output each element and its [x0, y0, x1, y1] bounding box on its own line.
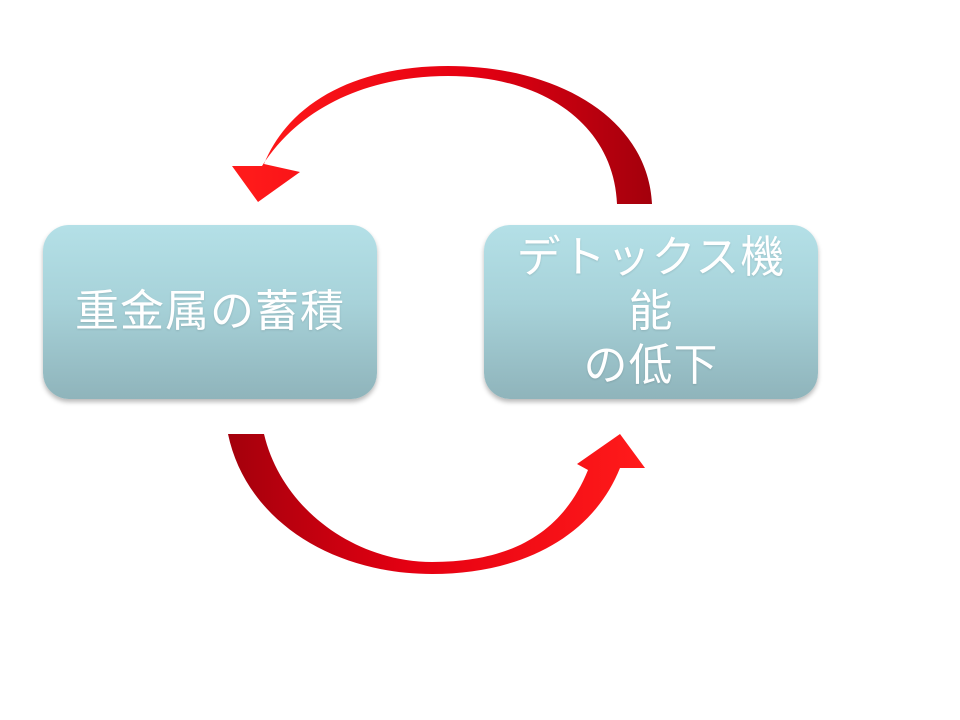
- arrow-bottom-accumulation-to-detox: [228, 434, 645, 574]
- node-detox-function-decline: デトックス機能 の低下: [484, 225, 818, 399]
- node-label-heavy-metal-accumulation: 重金属の蓄積: [75, 286, 345, 337]
- node-heavy-metal-accumulation: 重金属の蓄積: [43, 225, 377, 399]
- node-label-detox-function-decline: デトックス機能 の低下: [516, 232, 786, 391]
- arrow-top-detox-to-accumulation: [232, 66, 652, 204]
